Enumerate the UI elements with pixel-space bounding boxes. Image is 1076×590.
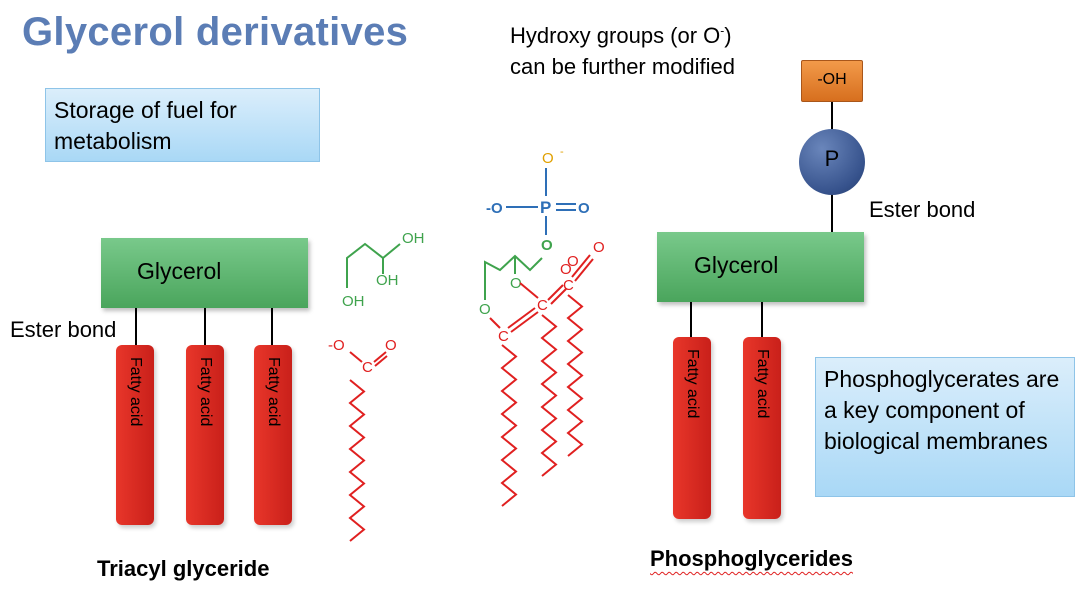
fatty-acid-bar: Fatty acid xyxy=(743,337,781,519)
oh-label: OH xyxy=(342,293,365,310)
anion-o-label: -O xyxy=(486,200,503,217)
carbon-label: C xyxy=(537,297,548,314)
membrane-info-box: Phosphoglycerates are a key component of… xyxy=(815,357,1075,497)
anion-o-label: -O xyxy=(328,337,345,354)
oxo-label: O xyxy=(578,200,590,217)
carbonyl-o-label: O xyxy=(385,337,397,354)
fatty-acid-chain xyxy=(566,294,584,457)
fatty-acid-label: Fatty acid xyxy=(684,349,701,419)
fatty-acid-label: Fatty acid xyxy=(754,349,771,419)
ester-o-label: O xyxy=(541,237,553,254)
phosphorus-label: P xyxy=(540,198,551,217)
glycerol-backbone xyxy=(346,242,401,288)
modification-note: Hydroxy groups (or O-) can be further mo… xyxy=(510,20,735,82)
ester-o-label: O xyxy=(510,275,522,292)
fuel-storage-box: Storage of fuel for metabolism xyxy=(45,88,320,162)
carbon-label: C xyxy=(563,277,574,294)
hydroxyl-group: -OH xyxy=(801,60,863,102)
carbonyl-o-label: O xyxy=(567,253,579,270)
triacyl-caption: Triacyl glyceride xyxy=(97,556,270,581)
ester-o-label: O xyxy=(560,261,572,278)
note-line-2: can be further modified xyxy=(510,54,736,79)
glycerol-molecule xyxy=(346,242,401,288)
fatty-acid-chain xyxy=(500,344,518,507)
note-line-1: Hydroxy groups (or O-) xyxy=(510,23,732,48)
fatty-acid-chain xyxy=(540,314,558,477)
ester-bond-line xyxy=(135,308,137,348)
glycerol-label: Glycerol xyxy=(137,258,222,284)
slide-title: Glycerol derivatives xyxy=(22,10,409,54)
carbon-label: C xyxy=(498,328,509,345)
glycerol-block: Glycerol xyxy=(101,238,308,308)
glycerol-block: Glycerol xyxy=(657,232,864,302)
ester-bond-line xyxy=(271,308,273,348)
glycerol-label: Glycerol xyxy=(694,252,779,278)
ester-bond-label: Ester bond xyxy=(869,197,976,222)
ester-bond-line xyxy=(831,194,833,232)
fatty-acid-bar: Fatty acid xyxy=(186,345,224,525)
oh-label: OH xyxy=(402,230,425,247)
fatty-acid-label: Fatty acid xyxy=(127,357,144,427)
fatty-acid-label: Fatty acid xyxy=(265,357,282,427)
fatty-acid-chain xyxy=(348,379,366,542)
ester-o-label: O xyxy=(479,301,491,318)
fatty-acid-bar: Fatty acid xyxy=(673,337,711,519)
anion-o-label: O xyxy=(542,150,554,167)
fatty-acid-label: Fatty acid xyxy=(197,357,214,427)
ester-bond-label: Ester bond xyxy=(10,317,117,342)
fatty-acid-bar: Fatty acid xyxy=(254,345,292,525)
ester-bond-line xyxy=(761,302,763,338)
carbonyl-o-label: O xyxy=(593,239,605,256)
phosphate-ball: P xyxy=(799,129,865,195)
charge-label: - xyxy=(560,146,564,158)
chemical-structures: OH OH OH -O C O O - -O P O O O O O C C C… xyxy=(328,146,605,542)
ester-bond-line xyxy=(204,308,206,348)
phosphoglycerides-caption: Phosphoglycerides xyxy=(650,546,853,571)
carbon-label: C xyxy=(362,359,373,376)
fatty-acid-bar: Fatty acid xyxy=(116,345,154,525)
phosphate-bond-line xyxy=(831,101,833,131)
ester-bond-line xyxy=(690,302,692,338)
oh-label: OH xyxy=(376,272,399,289)
